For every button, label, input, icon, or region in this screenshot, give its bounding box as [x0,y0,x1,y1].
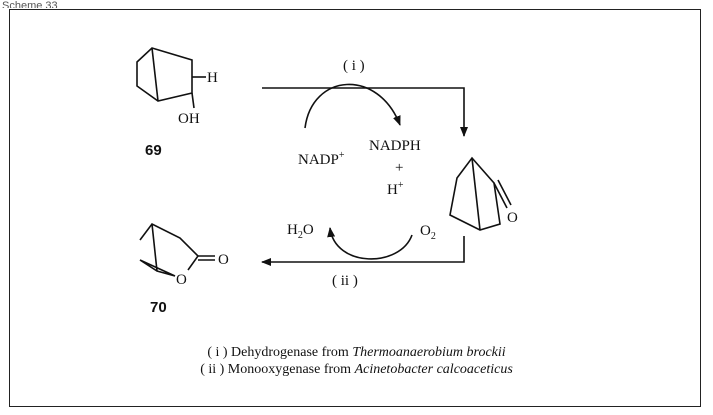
step-ii-label: ( ii ) [332,273,358,289]
note-step-i: ( i ) Dehydrogenase from Thermoanaerobiu… [207,345,506,360]
ketone-intermediate-structure [449,156,512,231]
note-step-ii: ( ii ) Monooxygenase from Acinetobacter … [200,362,513,377]
compound-69-h: H [207,70,218,86]
scheme-label: Scheme 33 [2,0,58,8]
ketone-oxygen: O [507,210,518,226]
compound-69-oh: OH [178,111,200,127]
nadp-recycle-arrow [304,83,401,129]
oxygen-molecule: O2 [420,223,436,242]
compound-70-structure [139,222,215,277]
nadp-plus: NADP+ [298,150,345,168]
enzyme-notes: ( i ) Dehydrogenase from Thermoanaerobiu… [0,344,713,378]
cofactor-plus-sign: + [395,160,403,176]
step-i-arrow [262,87,468,137]
compound-70-ring-oxygen: O [176,272,187,288]
step-ii-arrow [261,236,465,266]
nadph: NADPH [369,138,421,154]
compound-70-label: 70 [150,299,167,316]
proton: H+ [387,180,404,198]
scheme-frame [9,9,701,407]
step-i-label: ( i ) [343,58,365,74]
oxidation-cycle-arrow [327,227,413,260]
compound-69-label: 69 [145,142,162,159]
water: H2O [287,222,314,241]
compound-69-structure [136,47,206,109]
compound-70-carbonyl-oxygen: O [218,252,229,268]
